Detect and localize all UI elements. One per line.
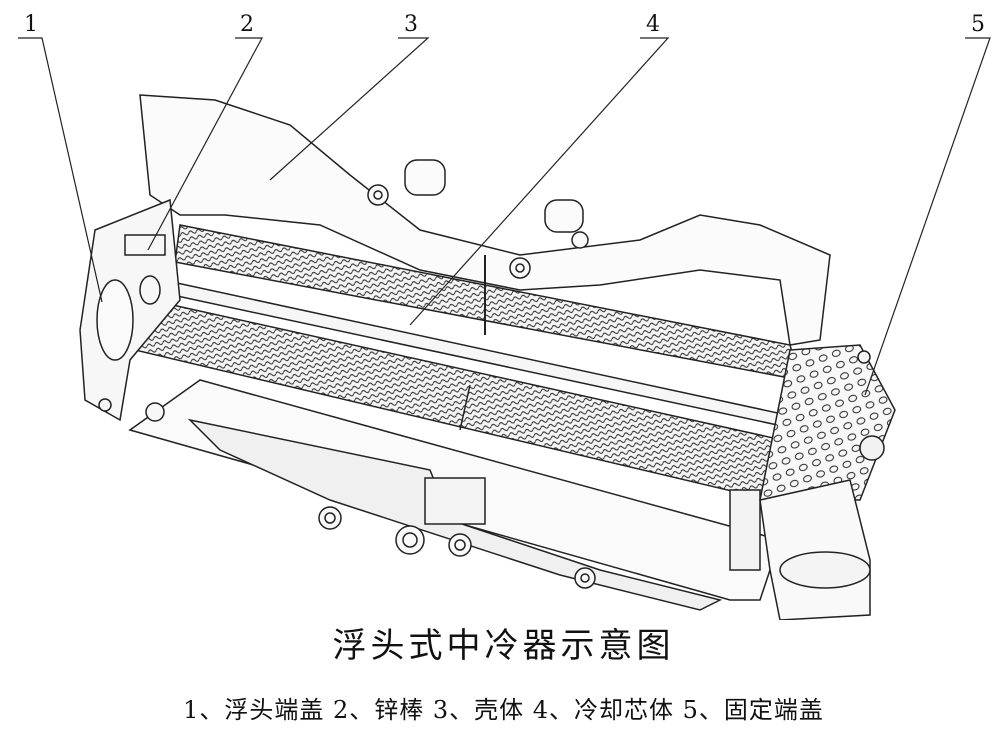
callout-1-label: 1: [24, 12, 38, 37]
callout-3-label: 3: [404, 12, 418, 37]
floating-head-cover: [79, 198, 181, 422]
intercooler-drawing: [18, 37, 991, 620]
callout-4-label: 4: [646, 12, 660, 37]
callout-5-label: 5: [971, 12, 985, 37]
upper-shell: [139, 94, 831, 346]
callout-2-label: 2: [240, 12, 254, 37]
figure-legend: 1、浮头端盖 2、锌棒 3、壳体 4、冷却芯体 5、固定端盖: [183, 696, 824, 724]
figure-title: 浮头式中冷器示意图: [332, 626, 675, 666]
lower-shell: [128, 379, 781, 611]
leader-lines: [18, 37, 991, 396]
fixed-end-cover: [729, 344, 896, 620]
